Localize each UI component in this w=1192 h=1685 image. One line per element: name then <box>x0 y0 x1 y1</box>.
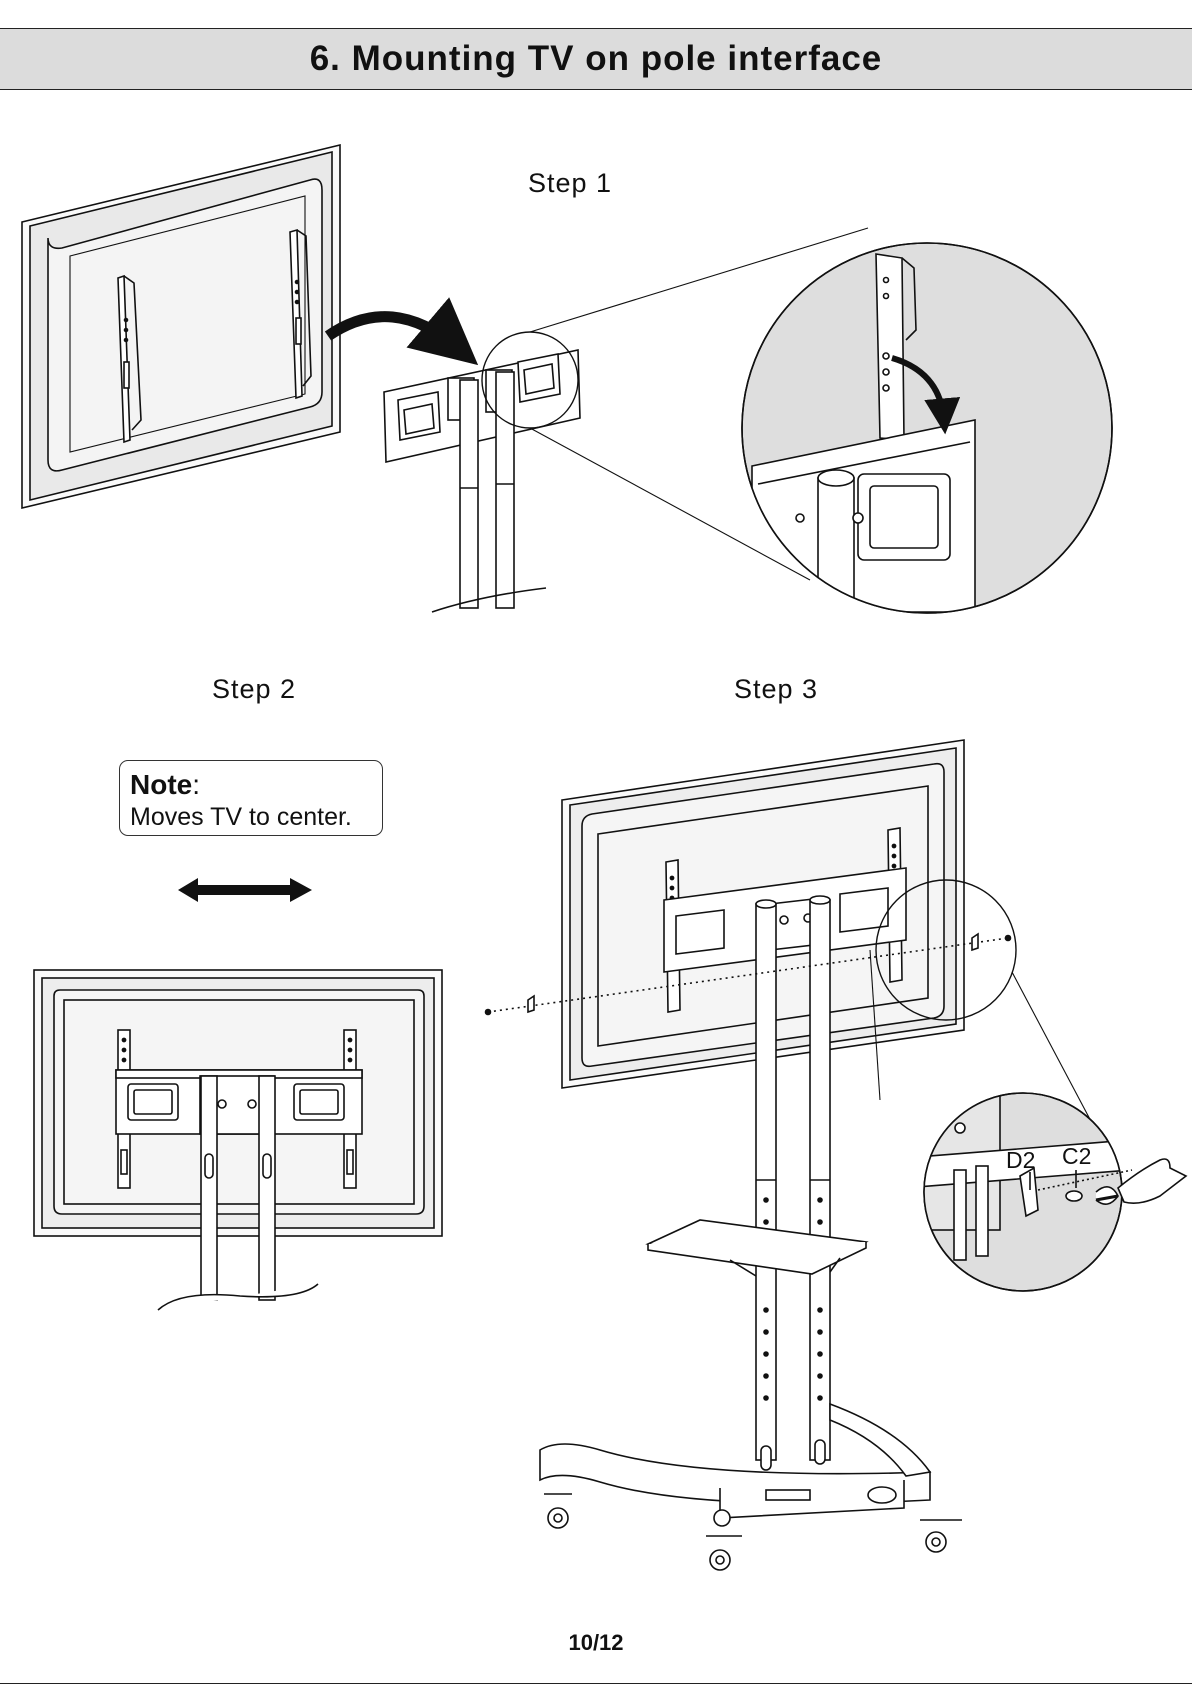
bottom-rule <box>0 1683 1192 1684</box>
page-number: 10/12 <box>0 1630 1192 1656</box>
curved-arrow-icon <box>328 317 458 348</box>
double-arrow-icon <box>178 878 312 902</box>
zoom-detail-circle <box>742 243 1112 613</box>
step-2-mount-plate <box>116 1070 362 1134</box>
tv-back-panel <box>22 145 340 508</box>
step-3-base <box>540 1404 930 1518</box>
callout-c2: C2 <box>1062 1143 1091 1169</box>
step-3-zoom-detail-circle: D2 C2 <box>880 1090 1186 1291</box>
pole-mount-plate <box>384 350 580 462</box>
callout-d2: D2 <box>1006 1147 1035 1173</box>
step-2-illustration <box>34 878 442 1310</box>
step-3-illustration: D2 C2 <box>486 740 1187 1570</box>
step-1-illustration <box>22 145 1112 613</box>
